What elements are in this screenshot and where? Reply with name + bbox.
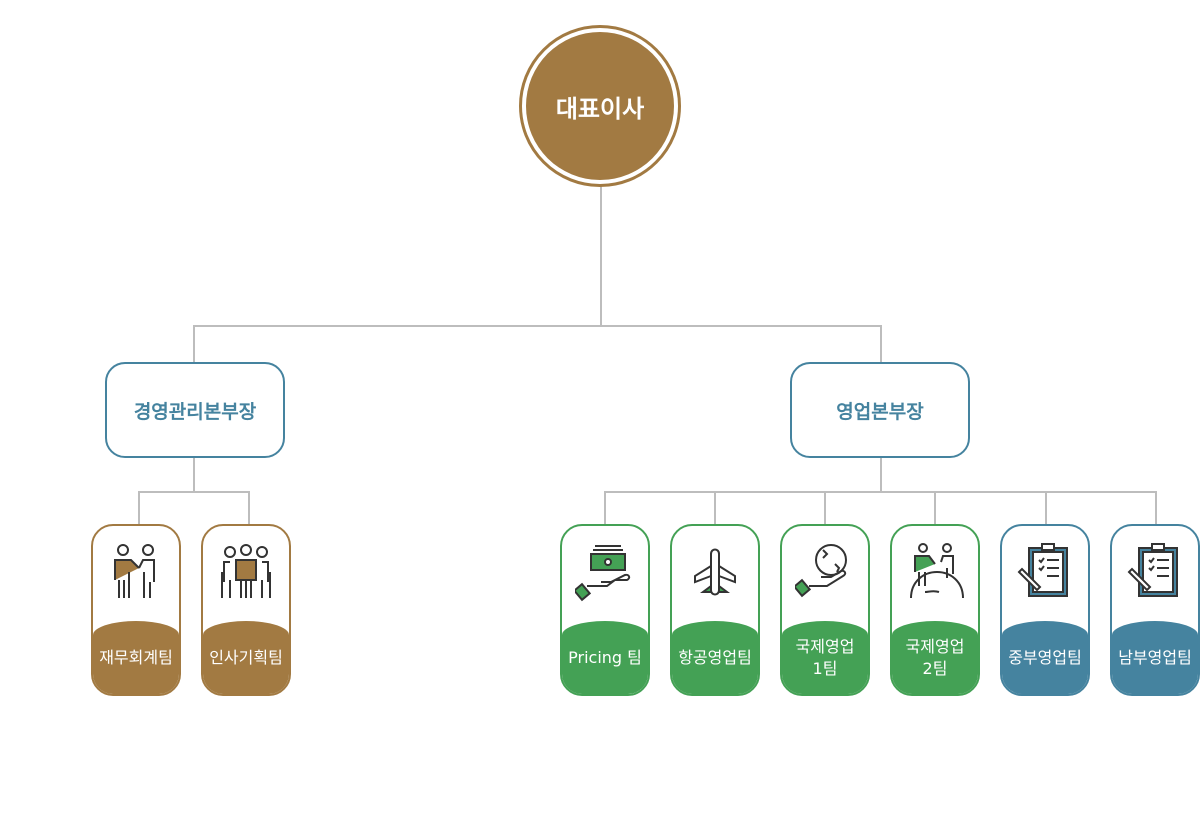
connector — [193, 325, 882, 327]
money-hand-icon — [575, 545, 631, 602]
division-management[interactable]: 경영관리본부장 — [105, 362, 285, 458]
globe-hand-icon — [795, 544, 847, 598]
team-card-intl-1[interactable]: 국제영업 1팀 — [780, 524, 870, 696]
team-card-finance[interactable]: 재무회계팀 — [91, 524, 181, 696]
connector — [600, 184, 602, 326]
connector — [880, 325, 882, 363]
connector — [248, 491, 250, 525]
team-label: 중부영업팀 — [1002, 621, 1088, 694]
team-card-aviation[interactable]: 항공영업팀 — [670, 524, 760, 696]
team-card-central-sales[interactable]: 중부영업팀 — [1000, 524, 1090, 696]
team-label: 항공영업팀 — [672, 621, 758, 694]
clipboard-icon — [1017, 543, 1068, 597]
connector — [714, 491, 716, 525]
connector — [934, 491, 936, 525]
connector — [824, 491, 826, 525]
connector — [1155, 491, 1157, 525]
team-card-hr[interactable]: 인사기획팀 — [201, 524, 291, 696]
clipboard-icon — [1127, 543, 1178, 597]
connector — [880, 456, 882, 492]
division-sales[interactable]: 영업본부장 — [790, 362, 970, 458]
team-label: Pricing 팀 — [562, 621, 648, 694]
connector — [604, 491, 1157, 493]
globe-people-icon — [910, 543, 964, 599]
team-label: 국제영업 1팀 — [782, 621, 868, 694]
connector — [138, 491, 250, 493]
ceo-label: 대표이사 — [526, 32, 674, 180]
team-card-intl-2[interactable]: 국제영업 2팀 — [890, 524, 980, 696]
team-label: 국제영업 2팀 — [892, 621, 978, 694]
handshake-icon — [114, 544, 155, 598]
connector — [193, 456, 195, 492]
ceo-node[interactable]: 대표이사 — [519, 25, 681, 187]
team-card-pricing[interactable]: Pricing 팀 — [560, 524, 650, 696]
connector — [604, 491, 606, 525]
team-label: 남부영업팀 — [1112, 621, 1198, 694]
team-label: 인사기획팀 — [203, 621, 289, 694]
people-group-icon — [221, 544, 271, 598]
team-card-south-sales[interactable]: 남부영업팀 — [1110, 524, 1200, 696]
airplane-icon — [694, 548, 736, 596]
team-label: 재무회계팀 — [93, 621, 179, 694]
connector — [1045, 491, 1047, 525]
connector — [138, 491, 140, 525]
connector — [193, 325, 195, 363]
